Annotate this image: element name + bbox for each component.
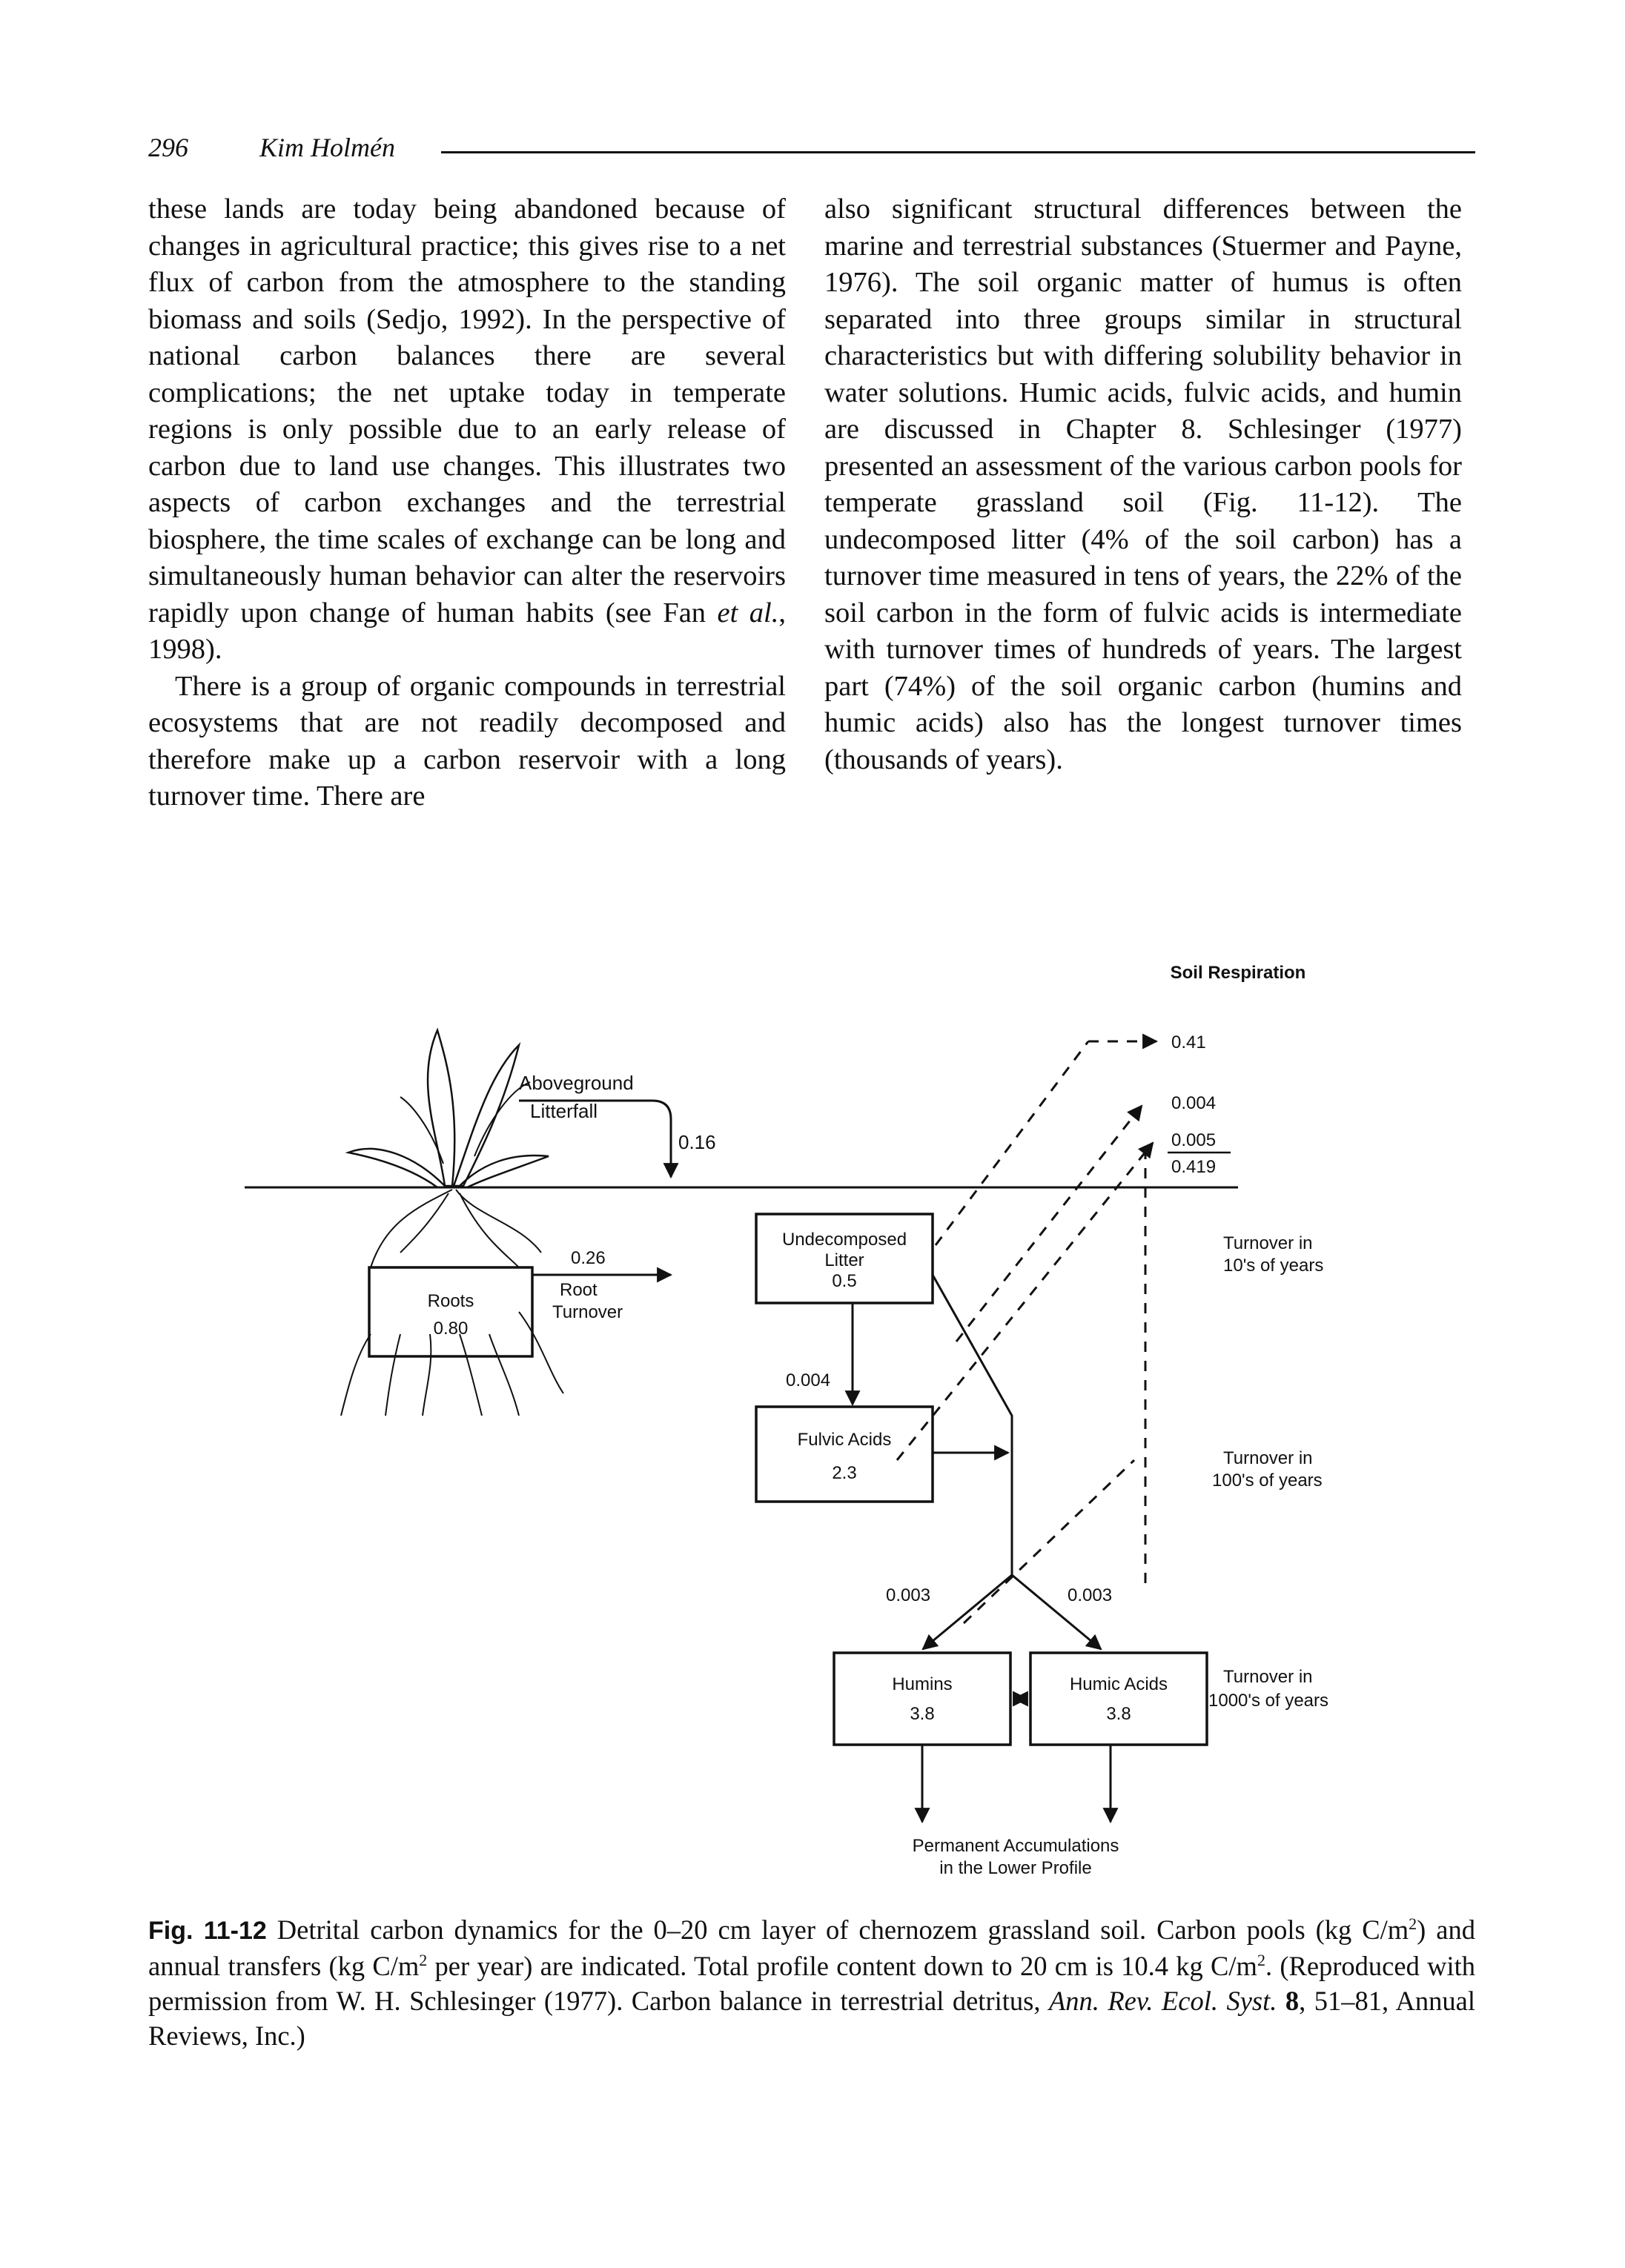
litter-label-2: Litter — [824, 1250, 864, 1270]
humic-label: Humic Acids — [1070, 1674, 1168, 1694]
page-number: 296 — [148, 133, 188, 162]
roots-label: Roots — [428, 1291, 474, 1311]
left-column: these lands are today being abandoned be… — [148, 191, 786, 815]
figure-caption: Fig. 11-12 Detrital carbon dynamics for … — [148, 1914, 1476, 2051]
humins-value: 3.8 — [910, 1704, 934, 1724]
root-turnover-flux: 0.26 — [571, 1248, 606, 1268]
permanent-label-2: in the Lower Profile — [939, 1858, 1091, 1878]
resp-041: 0.41 — [1171, 1032, 1206, 1052]
resp-0004: 0.004 — [1171, 1093, 1216, 1113]
humic-box — [1029, 1651, 1208, 1746]
header-rule — [441, 151, 1475, 153]
turnover-10-2: 10's of years — [1223, 1256, 1323, 1276]
litter-to-fulvic-flux: 0.004 — [786, 1370, 830, 1390]
respiration-dashed-lines — [896, 1033, 1159, 1625]
root-turnover-label-1: Root — [560, 1280, 598, 1300]
to-humic-flux: 0.003 — [1068, 1585, 1112, 1605]
to-humins-flux: 0.003 — [886, 1585, 930, 1605]
running-author: Kim Holmén — [259, 133, 395, 162]
caption-label: Fig. 11-12 — [148, 1917, 267, 1945]
running-header: 296 Kim Holmén — [148, 132, 1475, 176]
resp-0005: 0.005 — [1171, 1130, 1216, 1150]
right-column: also significant structural differences … — [824, 191, 1462, 778]
root-turnover-label-2: Turnover — [552, 1302, 623, 1322]
humins-box — [833, 1651, 1012, 1746]
turnover-100-2: 100's of years — [1212, 1470, 1323, 1491]
litterfall-label: Litterfall — [530, 1100, 598, 1122]
carbon-flow-diagram: Soil Respiration 0.41 0.004 0.005 0.419 … — [245, 963, 1328, 1878]
caption-journal: Ann. Rev. Ecol. Syst. — [1048, 1986, 1277, 2016]
humic-value: 3.8 — [1106, 1704, 1131, 1724]
fulvic-value: 2.3 — [832, 1463, 856, 1483]
figure-11-12: Soil Respiration 0.41 0.004 0.005 0.419 … — [0, 941, 1625, 1905]
turnover-100-1: Turnover in — [1223, 1448, 1313, 1468]
turnover-1000-2: 1000's of years — [1208, 1691, 1328, 1711]
to-humins-arrow — [921, 1574, 1013, 1651]
plant-icon — [345, 1027, 549, 1189]
fulvic-label: Fulvic Acids — [798, 1430, 892, 1450]
soil-respiration-label: Soil Respiration — [1171, 963, 1306, 983]
litter-value: 0.5 — [832, 1271, 856, 1291]
roots-value: 0.80 — [434, 1319, 469, 1339]
to-humic-arrow — [1011, 1574, 1102, 1651]
right-paragraph-1: also significant structural differences … — [824, 193, 1462, 775]
left-paragraph-1: these lands are today being abandoned be… — [148, 193, 787, 665]
litter-label-1: Undecomposed — [782, 1230, 907, 1250]
litter-box — [755, 1213, 934, 1304]
left-paragraph-2: There is a group of organic compounds in… — [148, 670, 786, 812]
litterfall-arrow — [519, 1099, 679, 1179]
turnover-1000-1: Turnover in — [1223, 1667, 1313, 1687]
litter-to-junction-line — [931, 1274, 1013, 1575]
permanent-label-1: Permanent Accumulations — [913, 1836, 1119, 1856]
turnover-10-1: Turnover in — [1223, 1233, 1313, 1253]
roots-icon — [340, 1189, 564, 1416]
aboveground-label: Aboveground — [519, 1072, 634, 1094]
resp-0419: 0.419 — [1171, 1157, 1216, 1177]
roots-box — [368, 1266, 534, 1358]
litterfall-flux: 0.16 — [678, 1131, 716, 1153]
fulvic-box — [755, 1405, 934, 1503]
humins-label: Humins — [892, 1674, 952, 1694]
